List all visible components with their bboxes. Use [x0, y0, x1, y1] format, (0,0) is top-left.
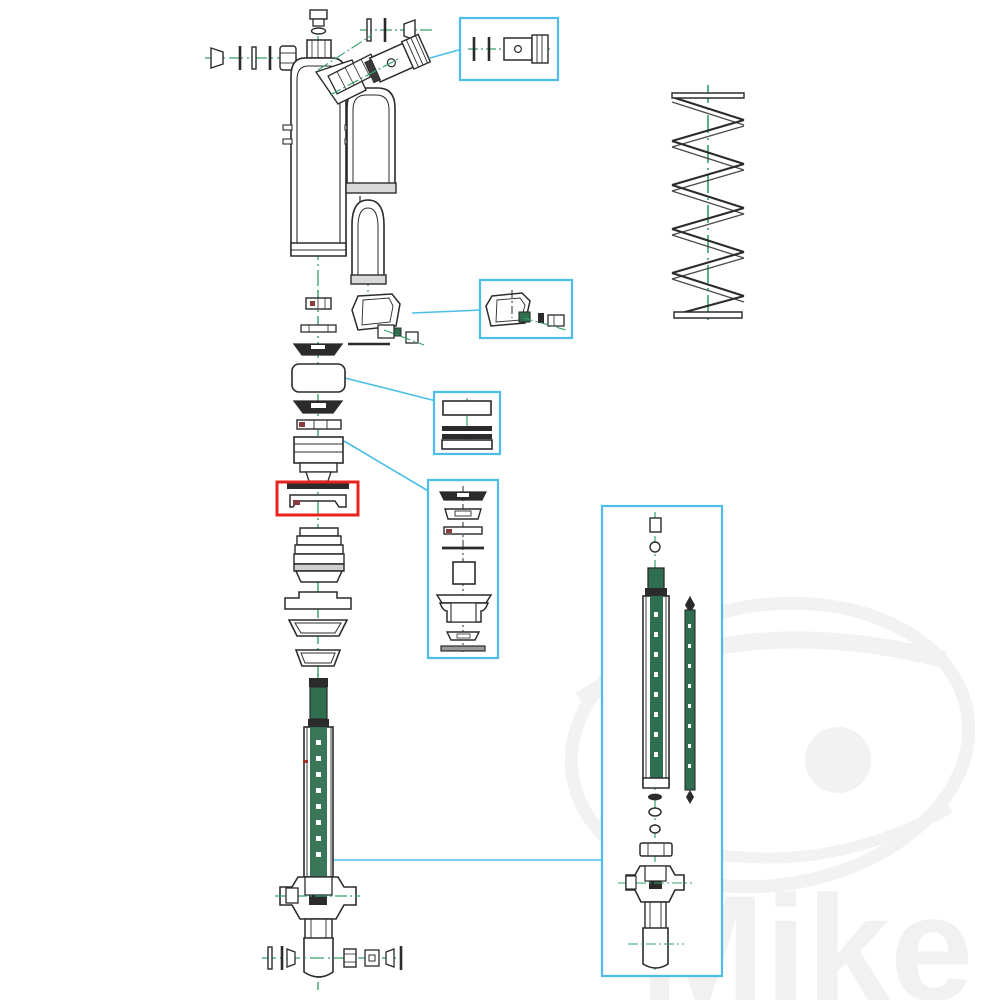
connector-cap — [411, 309, 483, 314]
callout-piston-box[interactable] — [426, 478, 500, 660]
callout-piston-block-icon — [452, 561, 476, 585]
top-hardware-row — [205, 44, 318, 72]
reservoir-assembly — [205, 9, 432, 346]
callout-piston-part-3 — [443, 526, 483, 535]
shaft-upper-rod — [309, 686, 328, 720]
callout-bumpstop-icon — [442, 400, 492, 416]
callout-piston-part-2 — [444, 508, 482, 520]
part-piston-head — [293, 436, 344, 482]
callout-bumpstop-box[interactable] — [432, 390, 502, 456]
piggyback-reservoir — [314, 33, 432, 210]
bottom-hardware-row — [262, 944, 403, 972]
callout-cap-icon — [485, 290, 567, 331]
callout-shaft-seal-3 — [649, 824, 661, 834]
bottom-washer-1 — [267, 946, 273, 970]
callout-piston-part-6 — [445, 631, 481, 641]
part-upper-spacer — [305, 297, 332, 310]
hardware-spacer — [279, 45, 297, 71]
connector-valve — [429, 48, 463, 59]
callout-washer-c-icon — [441, 439, 493, 450]
callout-washer-a-icon — [442, 426, 492, 431]
callout-connectors — [331, 48, 604, 861]
seat-top-plate-icon — [287, 483, 349, 489]
connector-bumpstop — [340, 376, 437, 402]
hardware-washer-2 — [251, 46, 257, 70]
shaft-collar-icon — [308, 719, 329, 727]
middle-parts-stack — [275, 290, 360, 690]
watermark-dot-icon — [805, 727, 871, 793]
callout-eyelet-mount — [618, 865, 692, 969]
callout-shaft-spacer — [639, 842, 673, 857]
callout-piston-main-icon — [435, 594, 493, 623]
part-lower-spring-seat — [284, 591, 352, 610]
callout-washer-b-icon — [442, 434, 492, 439]
shaft-top-cap-icon — [309, 678, 328, 687]
reservoir-sleeve — [350, 199, 387, 300]
part-lower-cup-upper — [287, 619, 349, 637]
part-spring-seat-collar — [287, 483, 349, 508]
bottom-cone-bushing — [286, 948, 296, 968]
callout-cap-box[interactable] — [478, 278, 574, 340]
damper-shaft-assembly — [262, 670, 403, 990]
res-cone-bushing — [403, 19, 416, 41]
part-cone-seat — [292, 343, 344, 356]
callout-piston-part-1 — [439, 491, 487, 501]
centerline-bleed — [383, 329, 425, 346]
coil-spring — [671, 85, 745, 320]
callout-shaft-seal-2 — [648, 807, 662, 817]
upper-right-hardware-row — [360, 16, 432, 44]
shaft-inner-rod — [310, 727, 327, 877]
shaft-mark-icon — [303, 760, 308, 763]
callout-valve-box[interactable] — [458, 16, 560, 82]
connector-piston — [343, 440, 431, 493]
centerline-valve — [329, 57, 401, 96]
callout-shaft-seal-1 — [648, 793, 662, 801]
callout-shaft-washer-icon — [649, 541, 661, 553]
highlight-box[interactable] — [275, 480, 360, 517]
lower-eyelet-mount — [275, 876, 360, 978]
callout-shaft-tube — [642, 567, 670, 789]
callout-shaft-nut-icon — [649, 517, 662, 533]
hardware-cone-bushing — [210, 47, 224, 69]
part-flat-washer — [296, 419, 342, 430]
shaft-tube — [303, 726, 334, 878]
callout-piston-part-7 — [440, 645, 486, 652]
res-washer-1 — [366, 18, 372, 42]
bottom-spacer-1 — [343, 948, 357, 968]
callout-inner-rod — [684, 596, 696, 804]
part-upper-washer — [300, 324, 337, 333]
reservoir-cap-part — [348, 293, 425, 346]
centerline-valve-2 — [317, 34, 373, 71]
callout-valve-body-icon — [503, 34, 549, 64]
shock-body-cylinder — [282, 39, 355, 257]
part-cup-washer — [292, 400, 344, 414]
part-lower-cup-lower — [294, 649, 342, 667]
bottom-bushing — [364, 949, 380, 967]
bottom-cone-bushing-2 — [385, 948, 395, 968]
shaft-tick-marks — [316, 740, 321, 857]
callout-shaft-box[interactable] — [600, 504, 724, 978]
top-bolt-icon — [309, 9, 328, 35]
part-bump-stop — [291, 363, 346, 393]
part-bellows-boot — [293, 527, 345, 583]
